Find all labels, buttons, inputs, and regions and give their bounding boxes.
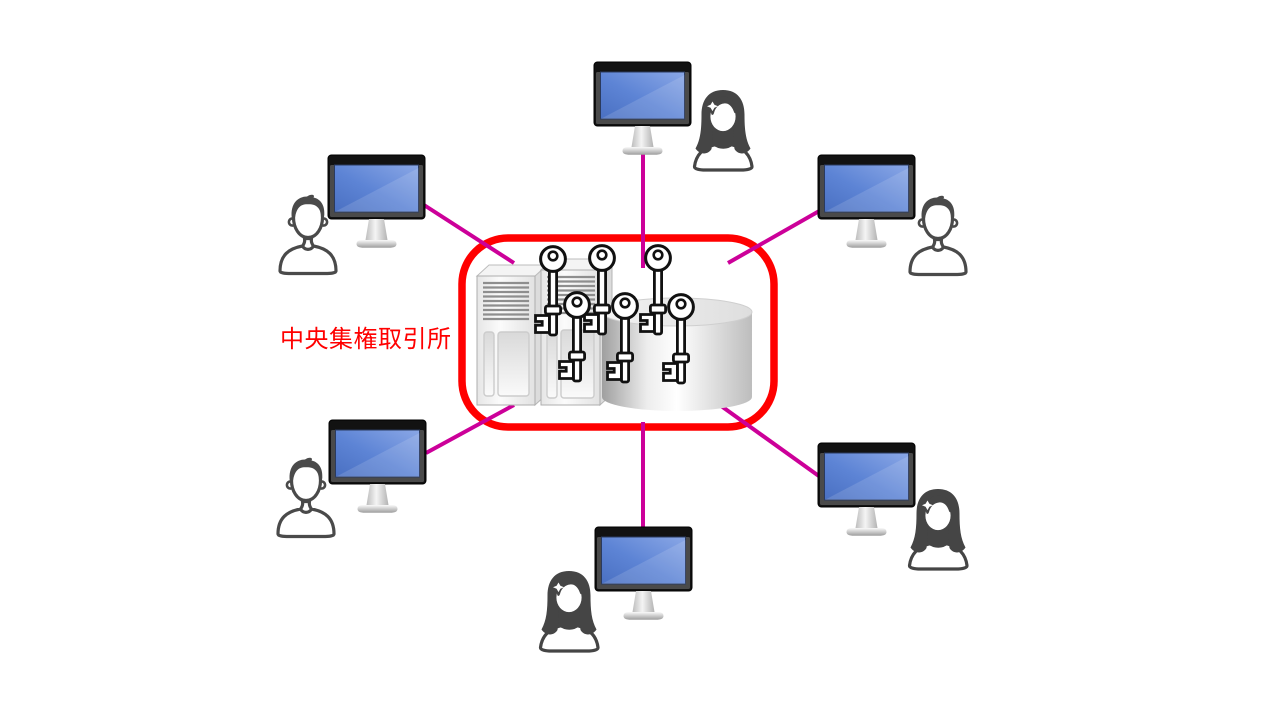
monitor-icon (594, 526, 693, 621)
connection-line-bottom-right (715, 401, 825, 481)
monitor-icon (328, 419, 427, 514)
connection-line-bottom-left (425, 403, 515, 455)
connection-line-top-left (422, 203, 516, 265)
monitor-icon (593, 61, 692, 156)
user-station-bottom-left (276, 419, 427, 539)
user-station-bottom-center (538, 526, 693, 653)
user-station-top-right (817, 154, 968, 277)
connection-lines (422, 149, 825, 532)
man-user-icon (908, 194, 968, 277)
central-exchange-label: 中央集権取引所 (280, 326, 452, 353)
monitor-icon (817, 442, 916, 537)
woman-user-icon (692, 88, 754, 172)
central-exchange-cluster (475, 244, 753, 411)
man-user-icon (276, 456, 336, 539)
user-station-top-center (593, 61, 754, 172)
monitor-icon (817, 154, 916, 249)
woman-user-icon (907, 487, 969, 571)
central-exchange-boundary (458, 234, 778, 431)
user-station-bottom-right (817, 442, 969, 571)
monitor-icon (327, 154, 426, 249)
server-tower-icon (475, 263, 549, 407)
user-station-top-left (278, 154, 426, 276)
connection-line-top-right (727, 208, 822, 265)
woman-user-icon (538, 569, 600, 653)
